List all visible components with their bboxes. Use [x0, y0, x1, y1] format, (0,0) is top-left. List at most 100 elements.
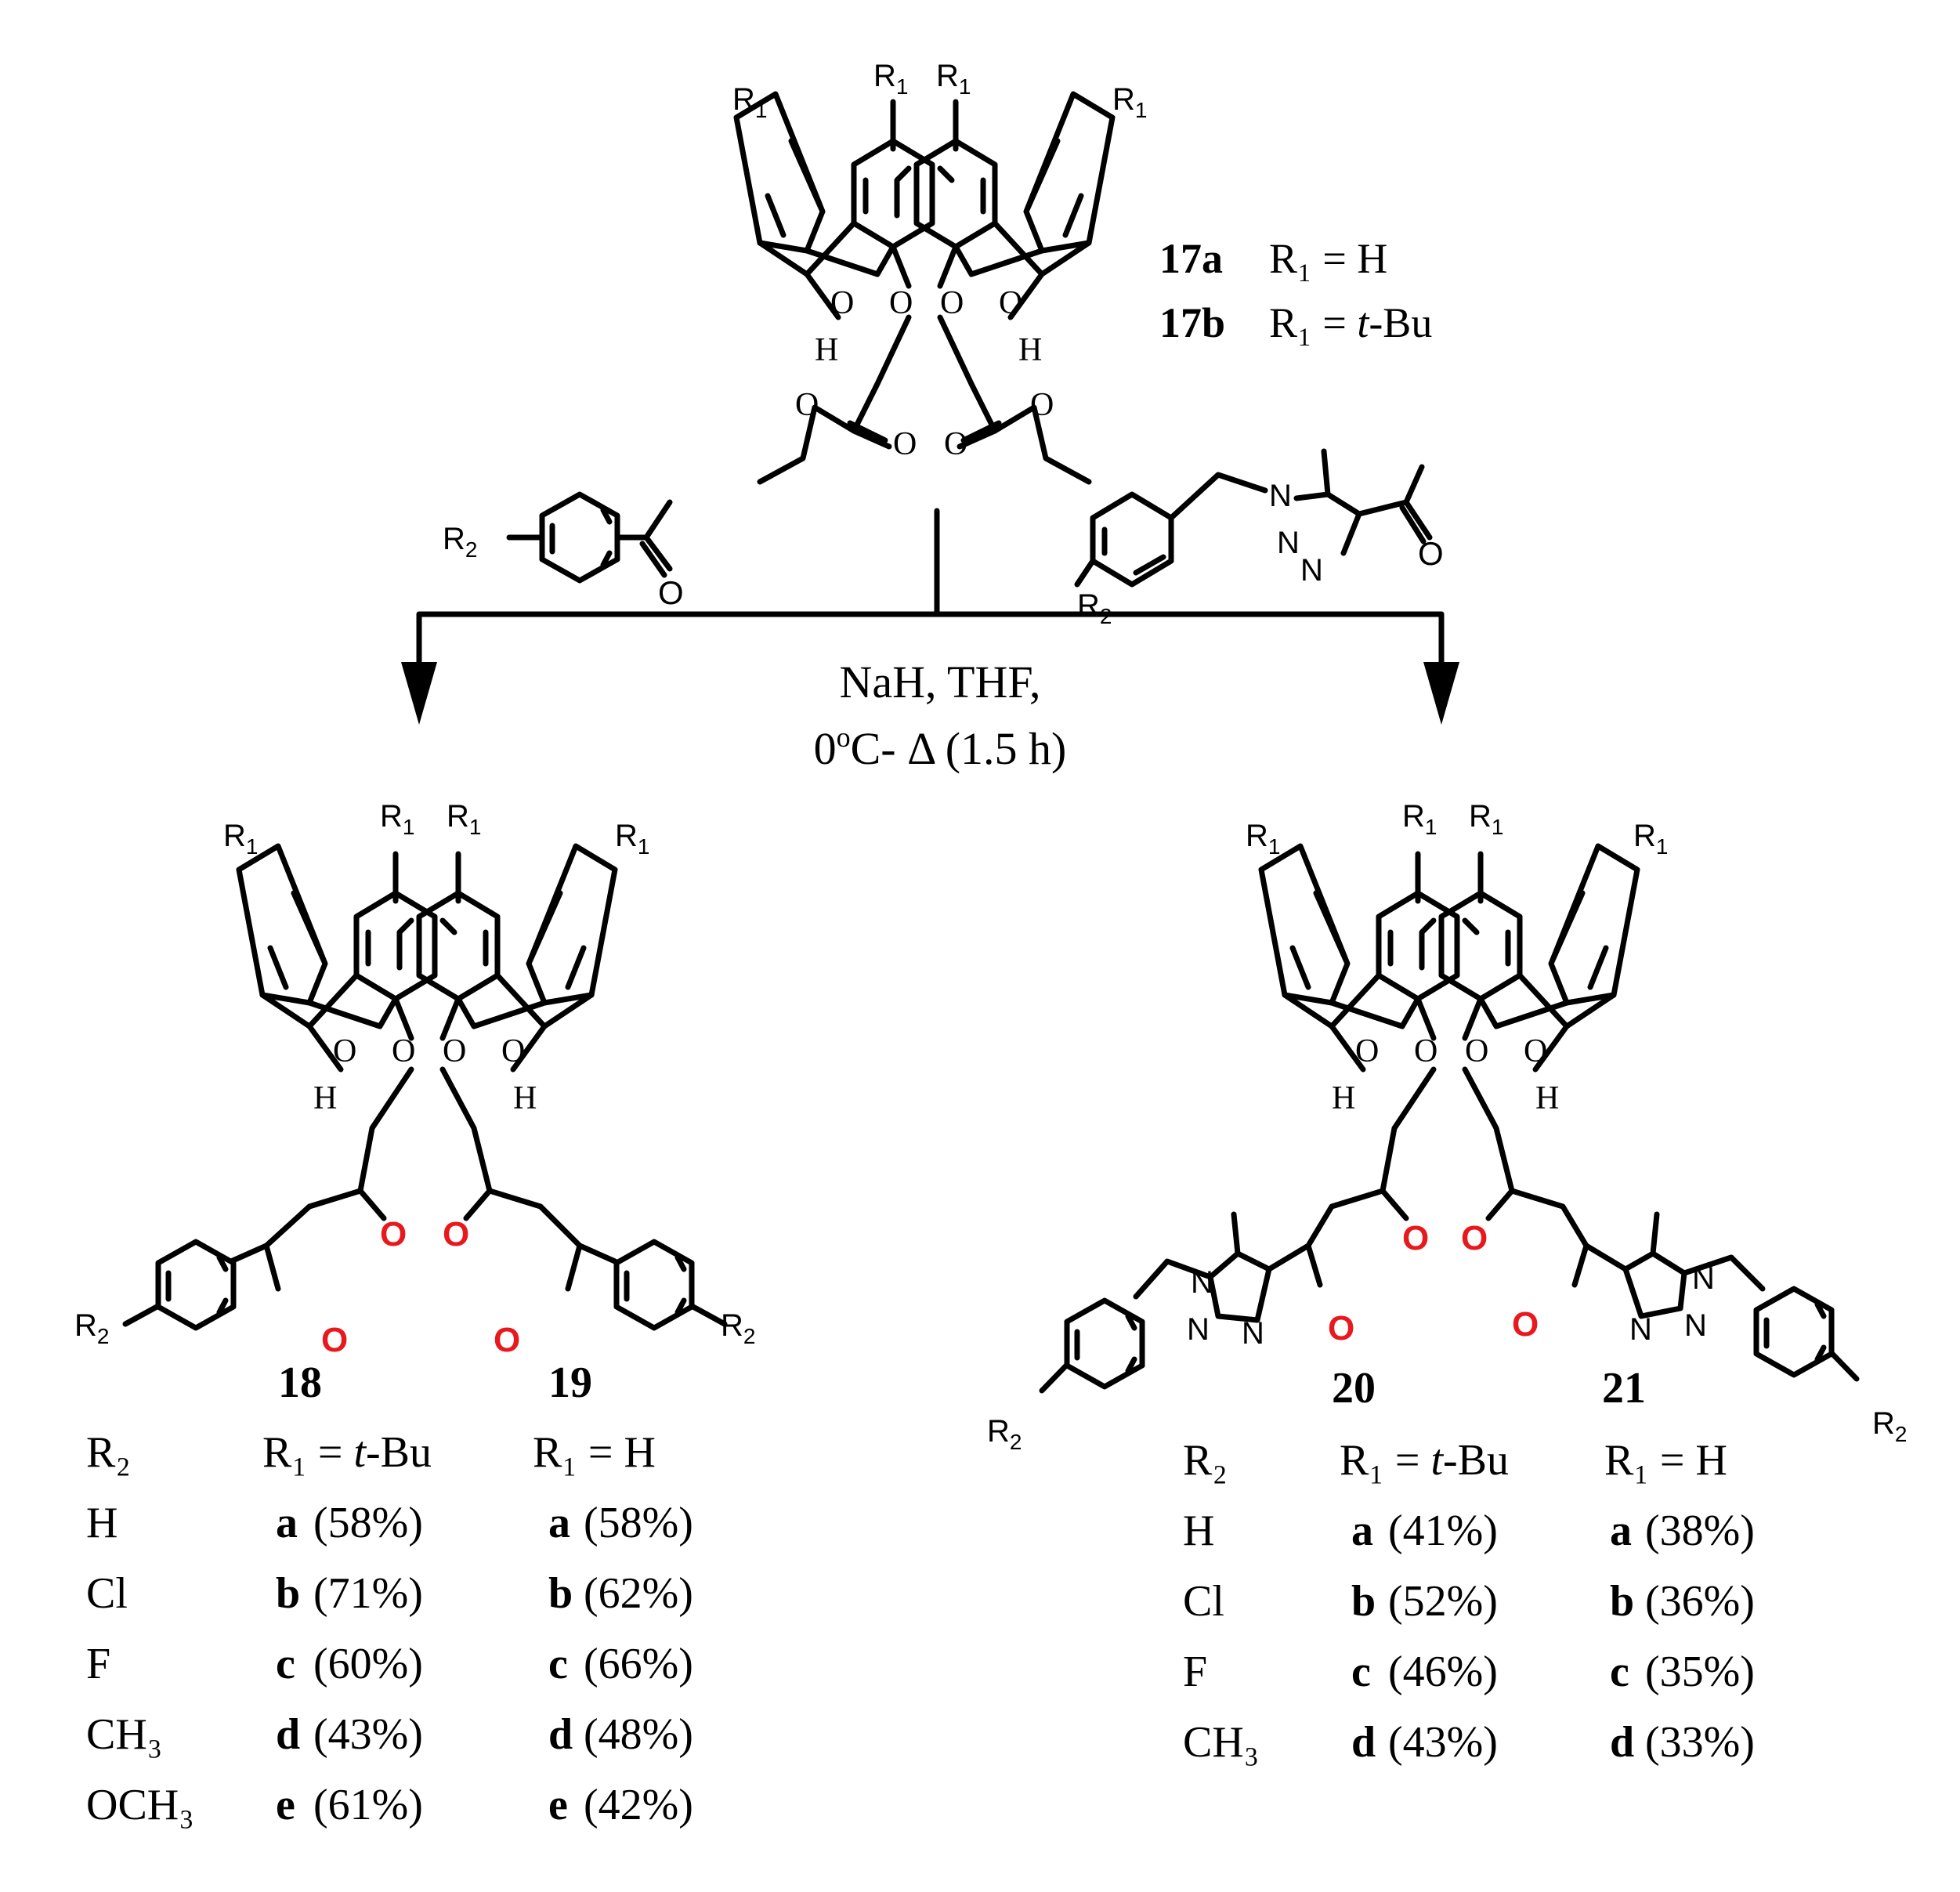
left-header-c2: R₁ = H — [533, 1428, 656, 1477]
left-row-r2: CH₃ — [86, 1710, 162, 1759]
svg-text:O: O — [889, 285, 913, 321]
svg-text:O: O — [501, 1033, 525, 1069]
right-row-r2: H — [1183, 1507, 1214, 1555]
product-20-21: N N N N N N O O O H O H O O O O R1 R1 R1… — [987, 799, 1907, 1454]
svg-text:O: O — [893, 426, 917, 462]
right-row-label-2: b — [1610, 1577, 1634, 1626]
right-table-id-20: 20 — [1332, 1364, 1376, 1413]
compound-17b-eq: R₁ = t-Bu — [1269, 299, 1432, 346]
svg-text:O: O — [1418, 535, 1444, 572]
left-row-label-1: a — [276, 1499, 298, 1547]
svg-text:R1: R1 — [380, 799, 414, 839]
svg-text:N: N — [1300, 553, 1323, 588]
svg-text:O: O — [380, 1215, 407, 1253]
left-row-yield-1: (71%) — [313, 1569, 423, 1618]
left-header-c1: R₁ = t-Bu — [262, 1428, 432, 1477]
svg-text:R2: R2 — [1077, 588, 1112, 628]
svg-text:R1: R1 — [1246, 819, 1280, 859]
left-row-yield-2: (62%) — [584, 1569, 693, 1618]
right-row-yield-2: (33%) — [1645, 1718, 1755, 1767]
left-row-r2: Cl — [86, 1569, 128, 1618]
left-row-yield-1: (61%) — [313, 1781, 423, 1829]
product-18-19: O O O H O H O O O O R1 R1 R1 R1 R2 R2 — [74, 799, 755, 1359]
left-row-r2: OCH₃ — [86, 1781, 194, 1829]
svg-text:R2: R2 — [443, 522, 477, 562]
triazole-reagent: N N N R2 O — [1074, 448, 1444, 628]
svg-text:O: O — [1355, 1033, 1379, 1069]
svg-text:O: O — [1465, 1033, 1488, 1069]
svg-text:O: O — [443, 1033, 466, 1069]
right-row-yield-1: (41%) — [1388, 1507, 1498, 1555]
right-row-label-2: a — [1610, 1507, 1632, 1555]
svg-text:O: O — [1328, 1309, 1354, 1348]
svg-text:R1: R1 — [1469, 799, 1503, 839]
svg-text:R1: R1 — [1112, 82, 1147, 122]
right-row-yield-1: (43%) — [1388, 1718, 1498, 1767]
right-row-label-2: d — [1610, 1718, 1634, 1767]
svg-text:O: O — [443, 1215, 469, 1253]
right-header-r2: R₂ — [1183, 1436, 1228, 1485]
svg-text:R1: R1 — [615, 819, 649, 859]
svg-text:H: H — [1018, 332, 1042, 368]
svg-text:R1: R1 — [936, 59, 971, 99]
right-row-yield-1: (46%) — [1388, 1648, 1498, 1696]
svg-text:R1: R1 — [447, 799, 481, 839]
right-row-r2: F — [1183, 1648, 1207, 1696]
svg-text:O: O — [392, 1033, 415, 1069]
right-row-yield-1: (52%) — [1388, 1577, 1498, 1626]
svg-text:N: N — [1629, 1312, 1652, 1347]
right-header-c1: R₁ = t-Bu — [1340, 1436, 1509, 1485]
acetophenone-reagent: R2 O — [443, 494, 684, 611]
svg-text:O: O — [830, 285, 854, 321]
left-row-label-2: d — [548, 1710, 573, 1759]
svg-text:H: H — [1332, 1080, 1355, 1116]
left-row-yield-2: (42%) — [584, 1781, 693, 1829]
svg-text:R2: R2 — [721, 1308, 755, 1348]
left-row-yield-1: (60%) — [313, 1640, 423, 1688]
svg-text:R2: R2 — [1872, 1406, 1907, 1446]
right-row-label-1: d — [1351, 1718, 1376, 1767]
svg-text:N: N — [1242, 1316, 1264, 1351]
svg-text:H: H — [815, 332, 838, 368]
right-row-r2: Cl — [1183, 1577, 1224, 1626]
left-row-label-1: c — [276, 1640, 295, 1688]
svg-text:R1: R1 — [873, 59, 908, 99]
svg-text:N: N — [1277, 526, 1300, 560]
left-row-label-1: e — [276, 1781, 295, 1829]
svg-text:O: O — [940, 285, 964, 321]
svg-text:O: O — [999, 285, 1022, 321]
svg-text:O: O — [1512, 1305, 1539, 1344]
right-table-id-21: 21 — [1602, 1364, 1646, 1413]
svg-text:O: O — [1030, 387, 1054, 423]
svg-text:H: H — [313, 1080, 337, 1116]
svg-text:O: O — [321, 1321, 348, 1359]
svg-text:O: O — [333, 1033, 356, 1069]
svg-text:O: O — [658, 574, 684, 611]
svg-text:R1: R1 — [1633, 819, 1668, 859]
svg-text:O: O — [494, 1321, 520, 1359]
svg-text:N: N — [1269, 479, 1292, 513]
left-row-label-2: e — [548, 1781, 568, 1829]
svg-text:R1: R1 — [732, 82, 767, 122]
right-row-label-1: c — [1351, 1648, 1371, 1696]
svg-text:O: O — [1524, 1033, 1547, 1069]
svg-text:R1: R1 — [223, 819, 258, 859]
right-row-label-1: b — [1351, 1577, 1376, 1626]
right-row-r2: CH₃ — [1183, 1718, 1259, 1767]
svg-text:O: O — [944, 426, 967, 462]
left-row-label-2: a — [548, 1499, 570, 1547]
svg-text:R2: R2 — [74, 1308, 109, 1348]
left-row-r2: H — [86, 1499, 118, 1547]
svg-text:H: H — [513, 1080, 537, 1116]
reaction-arrows — [401, 508, 1459, 725]
svg-text:O: O — [1414, 1033, 1437, 1069]
svg-text:O: O — [1461, 1219, 1488, 1257]
left-row-yield-2: (66%) — [584, 1640, 693, 1688]
right-row-yield-2: (38%) — [1645, 1507, 1755, 1555]
left-table-id-19: 19 — [548, 1358, 592, 1407]
calixarene-17: O O O H O H O O O O R1 R1 R1 R1 — [732, 59, 1147, 485]
right-row-yield-2: (36%) — [1645, 1577, 1755, 1626]
